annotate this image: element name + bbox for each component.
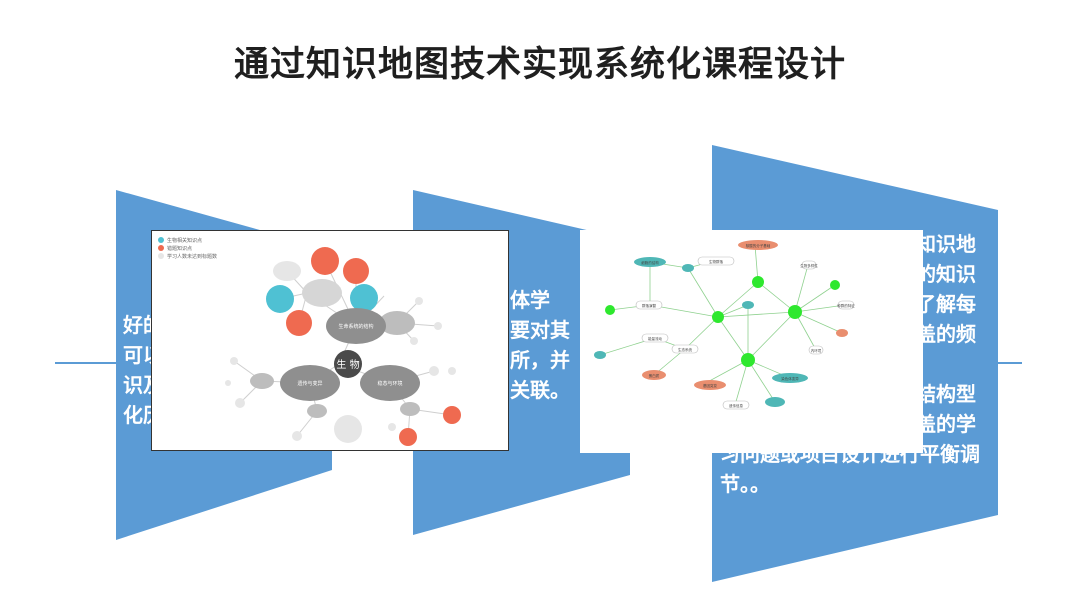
legend-label: 学习人数未达到标题数 <box>167 253 217 260</box>
graph-node-label: 群落演替 <box>642 303 656 308</box>
map-legend: 生物相关知识点 错题知识点 学习人数未达到标题数 <box>158 237 217 260</box>
hub-label: 遗传与变异 <box>297 380 322 387</box>
panel-text-line: 的知识 <box>916 262 976 286</box>
panel-text-line: 知识地 <box>916 232 976 256</box>
graph-node-teal <box>594 351 606 359</box>
graph-node-label: 生物多样性 <box>800 263 818 268</box>
graph-node-teal <box>634 257 666 267</box>
graph-labels: 生物群落 核酸的分子基础 群落演替 能量流动 生态系统 细胞的结构 生物多样性 … <box>641 243 855 408</box>
panel-text-line: 盖的频 <box>916 322 976 346</box>
panel-text-line: 盖的学 <box>916 412 976 436</box>
hub-node <box>360 365 420 401</box>
topic-node-blue <box>350 284 378 312</box>
graph-node-teal <box>772 373 808 383</box>
hub-label: 稳态与环境 <box>377 380 402 387</box>
topic-node-red <box>399 428 417 446</box>
graph-node-green <box>741 353 755 367</box>
topic-node-red <box>286 310 312 336</box>
legend-dot-blue <box>158 237 164 243</box>
graph-node-label: 遗传信息 <box>729 403 743 408</box>
graph-node-teal <box>682 264 694 272</box>
knowledge-graph-svg: 生物群落 核酸的分子基础 群落演替 能量流动 生态系统 细胞的结构 生物多样性 … <box>594 240 855 410</box>
graph-node-label: 蛋白质 <box>649 373 660 378</box>
hub-node <box>326 308 386 344</box>
mid-nodes <box>250 311 420 418</box>
topic-node-grey <box>302 279 342 307</box>
graph-node-label: 细胞的结构 <box>641 260 659 265</box>
graph-node-green <box>605 305 615 315</box>
graph-node-label: 生态系统 <box>678 347 692 352</box>
graph-node-salmon <box>836 329 848 337</box>
graph-node-salmon <box>694 380 726 390</box>
legend-label: 错题知识点 <box>167 245 192 252</box>
panel-text-line: 关联。 <box>510 378 570 402</box>
graph-label-nodes <box>635 256 855 410</box>
legend-label: 生物相关知识点 <box>167 237 202 244</box>
knowledge-map-card: 生物相关知识点 错题知识点 学习人数未达到标题数 <box>151 230 509 451</box>
graph-node-green <box>752 276 764 288</box>
graph-node-label: 基因突变 <box>703 383 717 388</box>
topic-node-blue <box>266 285 294 313</box>
graph-node-green <box>788 305 802 319</box>
legend-dot-red <box>158 245 164 251</box>
legend-dot-grey <box>158 253 164 259</box>
knowledge-graph-card: 生物群落 核酸的分子基础 群落演替 能量流动 生态系统 细胞的结构 生物多样性 … <box>580 230 923 453</box>
topic-node-red <box>343 258 369 284</box>
graph-node-salmon <box>738 240 778 250</box>
graph-node-salmon <box>642 370 666 380</box>
panel-text-line: 节。。 <box>720 472 770 496</box>
panel-text-line: 体学 <box>510 288 550 312</box>
graph-node-teal <box>742 301 754 309</box>
hub-node <box>280 365 340 401</box>
graph-node-label: 能量流动 <box>648 336 662 341</box>
graph-node-label: 种群的特征 <box>837 303 855 308</box>
panel-text-line: 结构型 <box>916 382 976 406</box>
graph-node-teal <box>765 397 785 407</box>
hub-label: 生命系统的结构 <box>338 323 373 330</box>
graph-node-green <box>830 280 840 290</box>
knowledge-map-svg: 生物相关知识点 错题知识点 学习人数未达到标题数 <box>158 237 461 446</box>
panel-text-line: 要对其 <box>510 318 570 342</box>
panel-middle-text: 体学 要对其 所，并 关联。 <box>495 285 570 405</box>
graph-node-label: 染色体变异 <box>781 376 799 381</box>
minor-nodes <box>225 261 456 443</box>
graph-node-green <box>712 311 724 323</box>
graph-node-label: 生物群落 <box>709 259 723 264</box>
topic-node-red <box>443 406 461 424</box>
graph-node-label: 核酸的分子基础 <box>746 243 771 248</box>
topic-node-red <box>311 247 339 275</box>
graph-node-label: 内环境 <box>811 348 822 353</box>
panel-text-line: 了解每 <box>916 292 976 316</box>
center-node <box>334 350 362 378</box>
panel-text-line: 所，并 <box>510 348 570 372</box>
slide-title: 通过知识地图技术实现系统化课程设计 <box>233 45 846 85</box>
center-label: 生 物 <box>336 358 359 371</box>
